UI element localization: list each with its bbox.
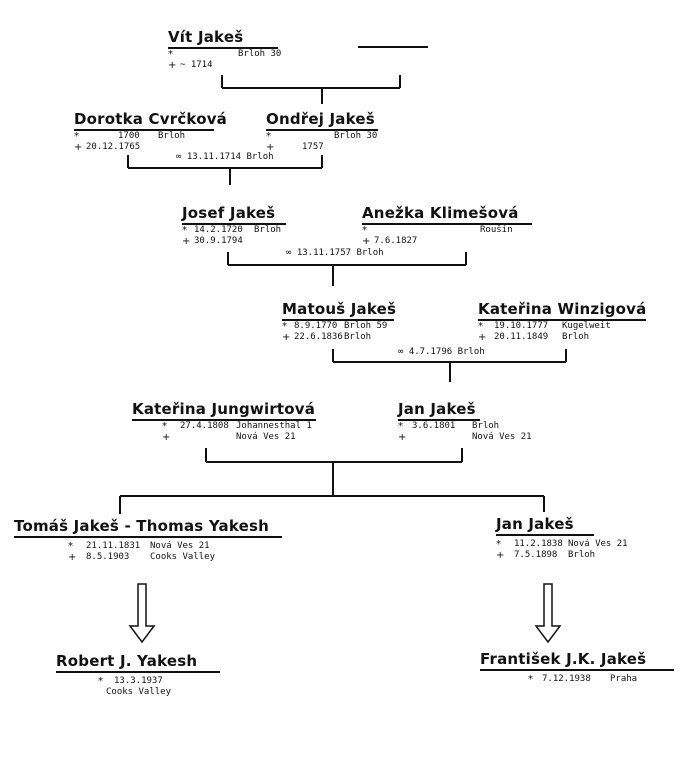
person-name: Vít Jakeš (168, 28, 244, 46)
person-name: Dorotka Cvrčková (74, 110, 228, 128)
person-ondrej-jakes: Ondřej Jakeš *Brloh 30 +1757 (266, 110, 378, 153)
person-anezka-klimesova: Anežka Klimešová *Roušín +7.6.1827 (362, 204, 532, 247)
person-name: Tomáš Jakeš - Thomas Yakesh (14, 517, 269, 535)
marriage-matous-katerina: ∞ 4.7.1796 Brloh (398, 347, 485, 357)
person-name: Jan Jakeš (496, 515, 574, 533)
person-robert-yakesh: Robert J. Yakesh *13.3.1937 Cooks Valley (56, 652, 220, 698)
person-name: Josef Jakeš (182, 204, 276, 222)
person-name: Ondřej Jakeš (266, 110, 375, 128)
marriage-josef-anezka: ∞ 13.11.1757 Brloh (286, 248, 384, 258)
marriage-ondrej-dorotka: ∞ 13.11.1714 Brloh (176, 152, 274, 162)
person-name: Kateřina Winzigová (478, 300, 647, 318)
person-name: Anežka Klimešová (362, 204, 519, 222)
person-name: Kateřina Jungwirtová (132, 400, 316, 418)
person-name: Jan Jakeš (398, 400, 476, 418)
person-name: František J.K. Jakeš (480, 650, 647, 668)
person-name: Robert J. Yakesh (56, 652, 198, 670)
descent-arrow-right (534, 583, 562, 644)
person-name: Matouš Jakeš (282, 300, 397, 318)
person-vit-jakes: Vít Jakeš *Brloh 30 +~ 1714 (168, 28, 282, 71)
descent-arrow-left (128, 583, 156, 644)
